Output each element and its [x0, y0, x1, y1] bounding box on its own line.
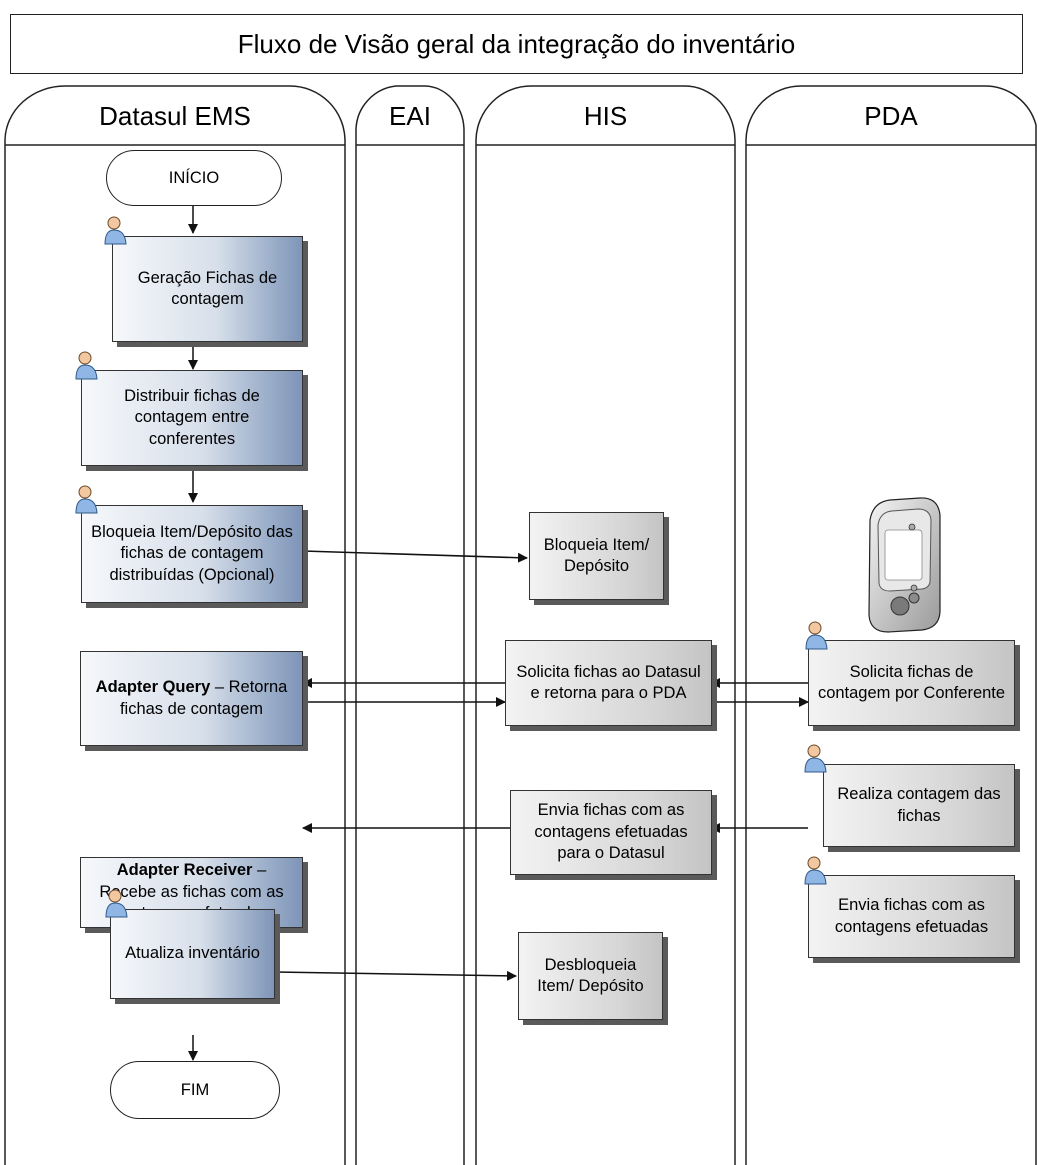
lane-datasul-ems — [4, 85, 346, 1165]
adapter-receiver-label: Adapter Receiver — [116, 861, 253, 880]
step-atualiza-inventario: Atualiza inventário — [110, 909, 275, 999]
adapter-query-desc: – Retorna fichas de contagem — [119, 678, 288, 718]
lane-pda — [745, 85, 1037, 1165]
lane-title-pda: PDA — [864, 100, 918, 131]
step-distribuir-fichas: Distribuir fichas de contagem entre conf… — [81, 370, 303, 466]
lane-title-datasul-ems: Datasul EMS — [99, 100, 251, 131]
adapter-query-label: Adapter Query — [95, 678, 211, 697]
step-adapter-query: Adapter Query – Retorna fichas de contag… — [80, 651, 303, 746]
pda-realiza-contagem: Realiza contagem das fichas — [823, 764, 1015, 847]
person-icon — [75, 351, 98, 380]
arrow-bloqueia-to-his — [302, 550, 528, 563]
pda-envia-fichas: Envia fichas com as contagens efetuadas — [808, 875, 1015, 958]
lane-title-eai: EAI — [389, 100, 431, 131]
lane-eai — [355, 85, 465, 1165]
pda-solicita-fichas: Solicita fichas de contagem por Conferen… — [808, 640, 1015, 726]
person-icon — [75, 485, 98, 514]
lane-his — [475, 85, 736, 1165]
person-icon — [804, 856, 827, 885]
step-geracao-fichas: Geração Fichas de contagem — [112, 236, 303, 342]
step-bloqueia-item: Bloqueia Item/Depósito das fichas de con… — [81, 505, 303, 603]
arrow-atualiza-to-his — [274, 970, 517, 981]
diagram-title: Fluxo de Visão geral da integração do in… — [10, 14, 1023, 74]
person-icon — [804, 744, 827, 773]
his-envia-fichas: Envia fichas com as contagens efetuadas … — [510, 790, 712, 875]
his-desbloqueia-item: Desbloqueia Item/ Depósito — [518, 932, 663, 1020]
start-terminal: INÍCIO — [106, 150, 282, 206]
end-terminal: FIM — [110, 1061, 280, 1119]
lane-title-his: HIS — [583, 100, 628, 131]
his-solicita-fichas: Solicita fichas ao Datasul e retorna par… — [505, 640, 712, 726]
person-icon — [805, 621, 828, 650]
pda-device-icon — [868, 497, 941, 633]
person-icon — [105, 889, 128, 918]
his-bloqueia-item: Bloqueia Item/ Depósito — [529, 512, 664, 600]
person-icon — [104, 216, 127, 245]
